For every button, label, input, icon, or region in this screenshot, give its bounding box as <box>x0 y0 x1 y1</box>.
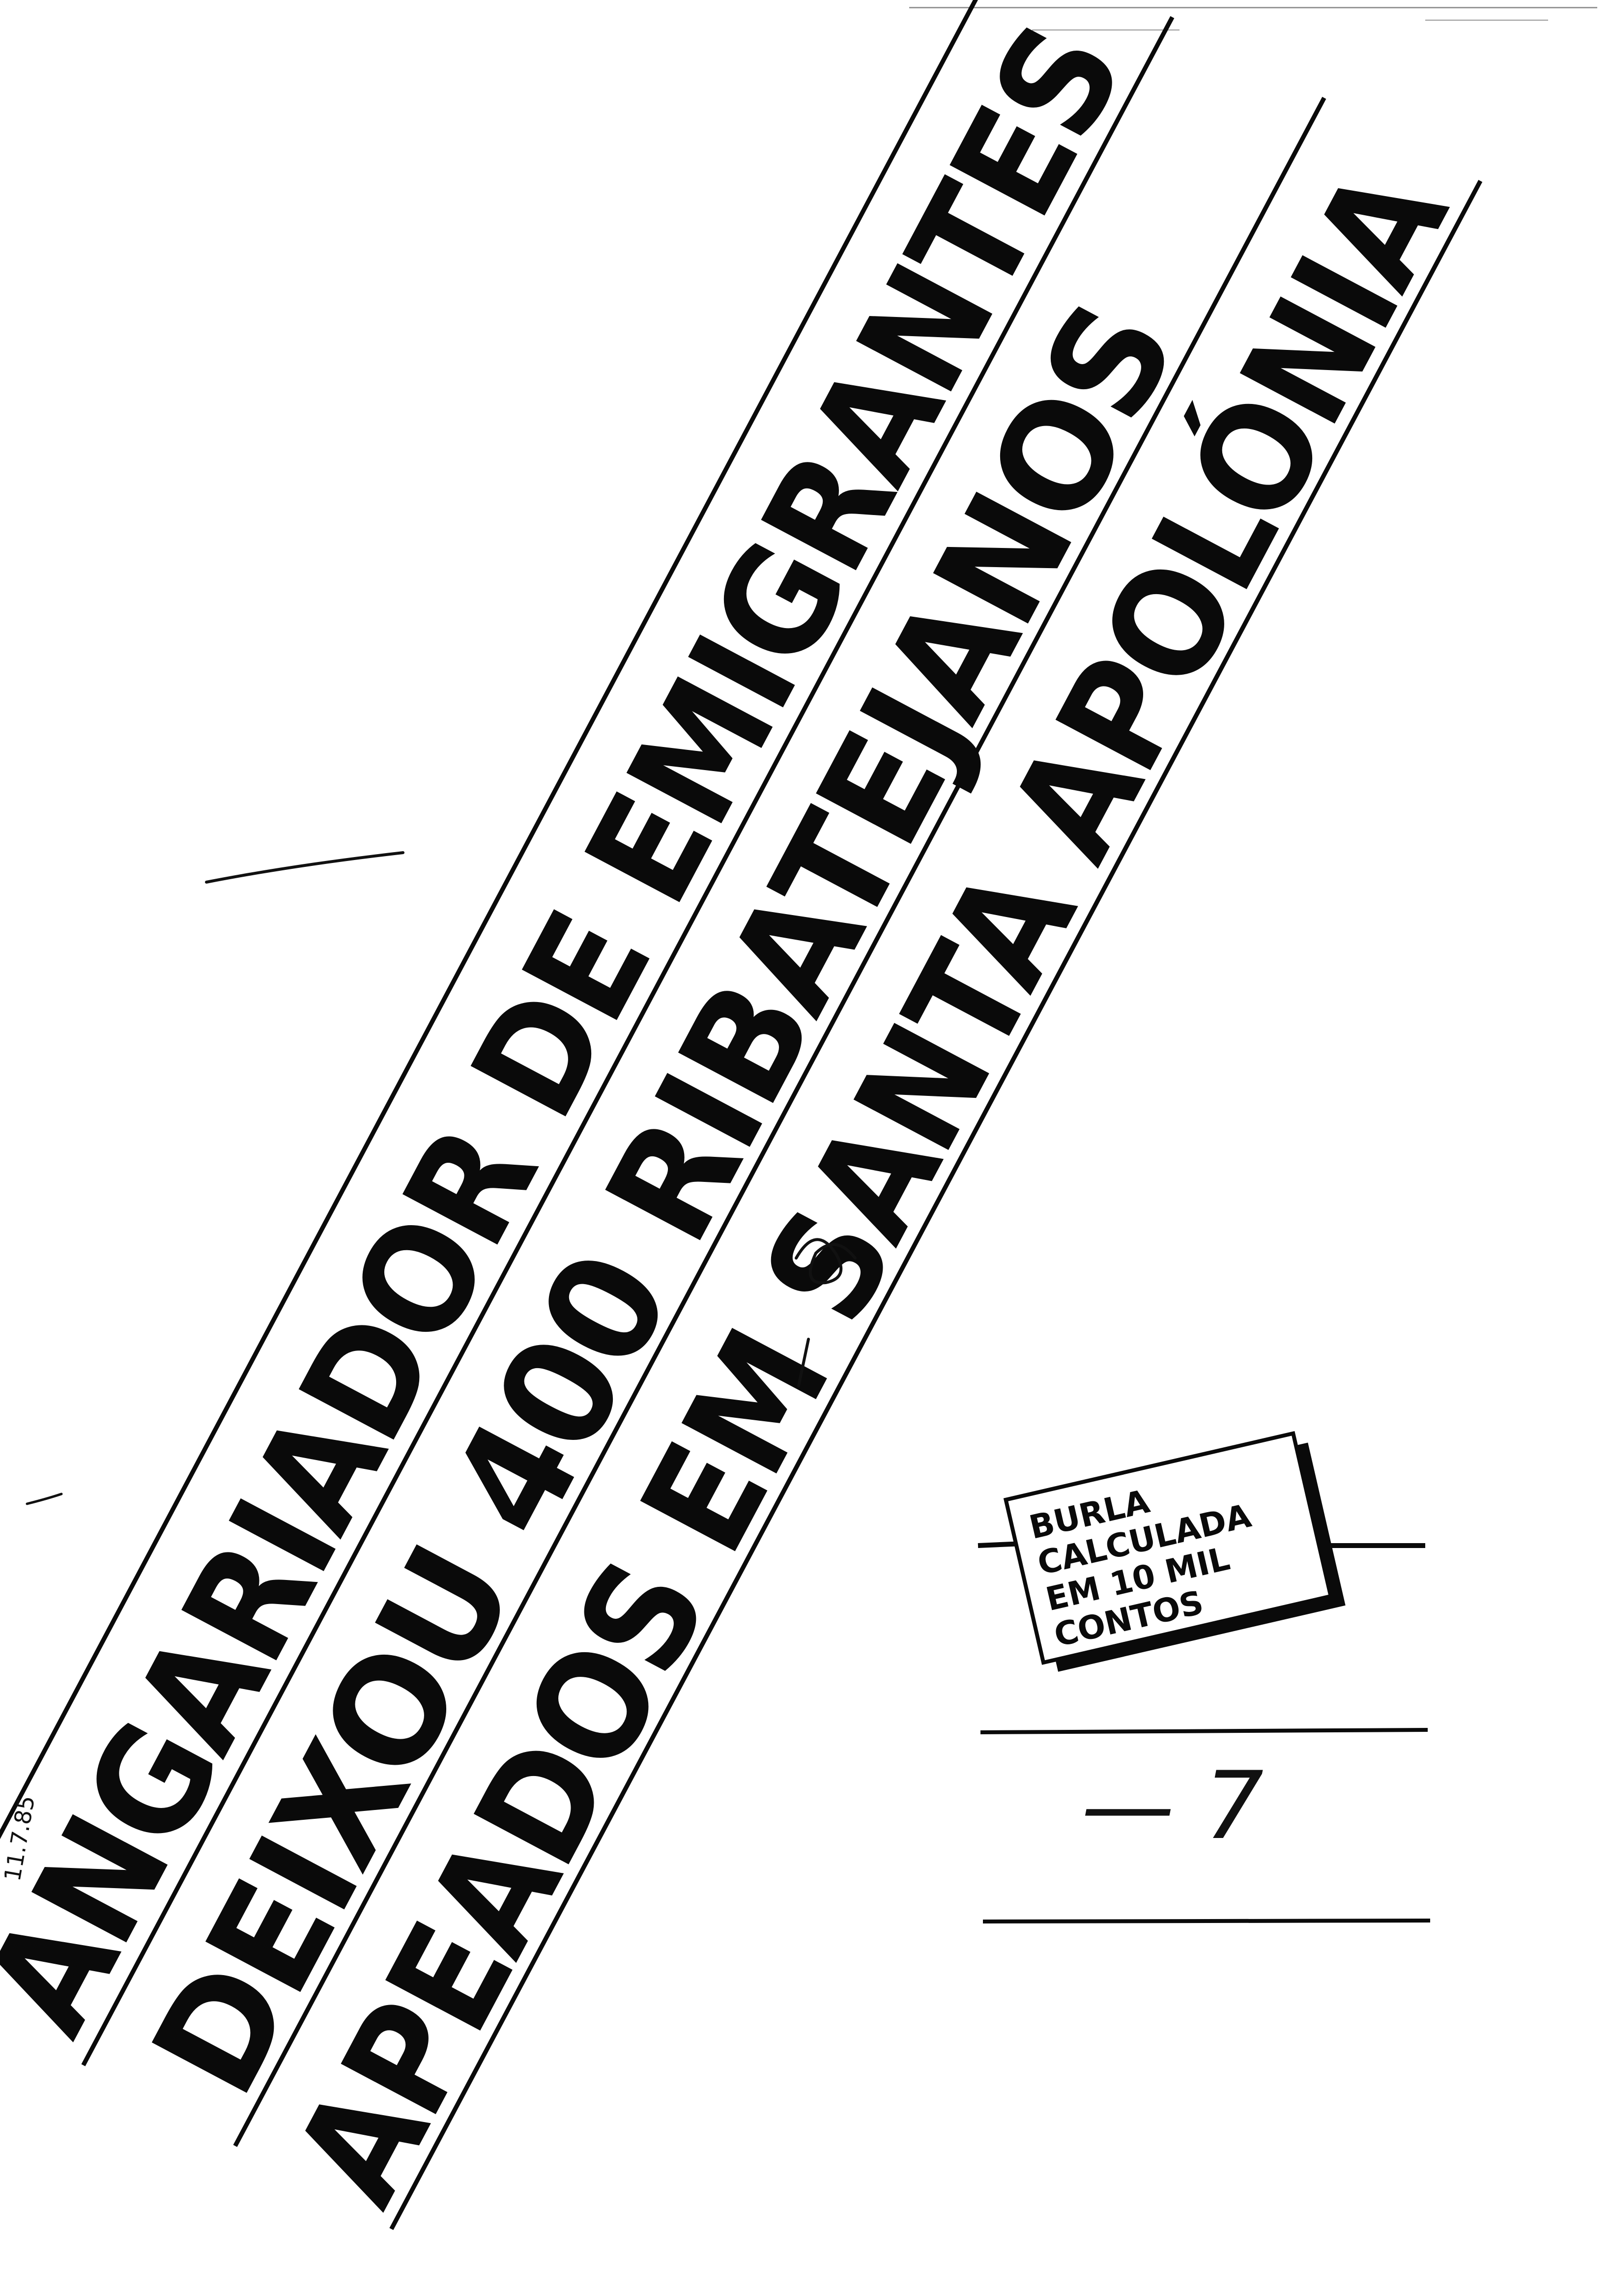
scan-noise <box>909 7 1597 30</box>
band-rule-1 <box>81 16 1175 2066</box>
band-rule-bottom <box>389 180 1483 2230</box>
headline-line-2: DEIXOU 400 RIBATEJANOS <box>120 279 1208 2121</box>
page-mark: — 7 <box>1081 1751 1264 1860</box>
band-rule-2 <box>233 97 1326 2147</box>
subhead-box-group: BURLA CALCULADA EM 10 MIL CONTOS <box>978 1431 1425 1672</box>
page-mark-rule-top <box>980 1728 1428 1734</box>
headline-band: ANGARIADOR DE EMIGRANTES DEIXOU 400 RIBA… <box>0 0 1483 2230</box>
pen-tick <box>797 1338 810 1387</box>
pen-left-mark <box>26 1492 63 1505</box>
page-mark-rule-bottom <box>982 1919 1431 1923</box>
pen-scribble <box>795 1238 857 1285</box>
band-rule-top <box>0 0 1014 1973</box>
subhead-box <box>1003 1431 1333 1665</box>
pen-dash-left <box>205 851 404 884</box>
